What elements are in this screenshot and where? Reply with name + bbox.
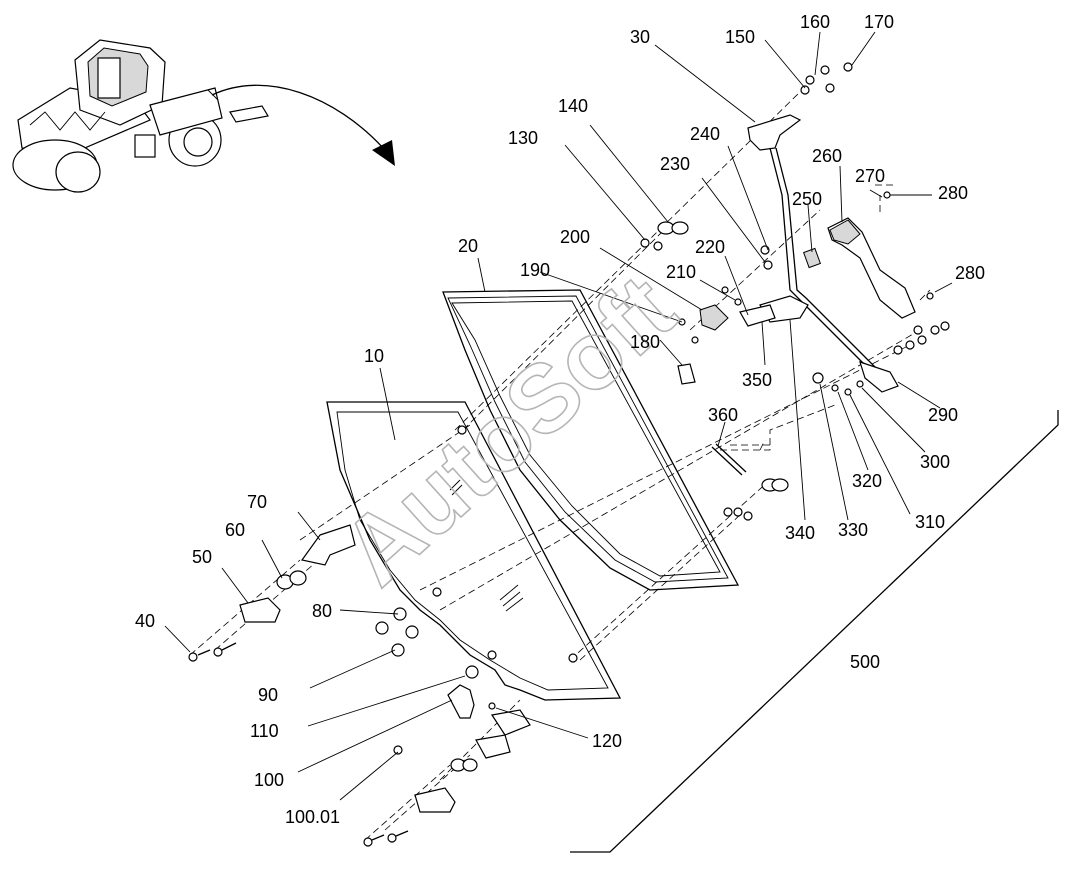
roller-machine-thumbnail: [12, 39, 269, 193]
label-140: 140: [558, 96, 588, 116]
label-100-01: 100.01: [285, 807, 340, 827]
callout-labels: 10 20 30 40 50 60 70 80 90 110 100 100.0…: [135, 12, 985, 827]
label-170: 170: [864, 12, 894, 32]
label-160: 160: [800, 12, 830, 32]
label-280-top: 280: [938, 183, 968, 203]
detail-arrow: [211, 84, 395, 166]
label-310: 310: [915, 512, 945, 532]
label-190: 190: [520, 260, 550, 280]
bracket-200: [699, 304, 729, 331]
label-360: 360: [708, 405, 738, 425]
label-320: 320: [852, 471, 882, 491]
assembly-boundary-500: [570, 410, 1059, 853]
label-250: 250: [792, 189, 822, 209]
arm-bracket-260: [827, 217, 916, 319]
label-200: 200: [560, 227, 590, 247]
window-pane-10: [326, 401, 622, 701]
bracket-350: [739, 304, 776, 327]
pin-360: [711, 443, 747, 476]
leader-lines: [164, 31, 953, 801]
label-500: 500: [850, 652, 880, 672]
plate-180: [677, 363, 696, 385]
label-40: 40: [135, 611, 155, 631]
label-70: 70: [247, 492, 267, 512]
label-270: 270: [855, 166, 885, 186]
label-100: 100: [254, 770, 284, 790]
label-120: 120: [592, 731, 622, 751]
window-seal-20: [442, 289, 740, 591]
label-20: 20: [458, 236, 478, 256]
label-150: 150: [725, 27, 755, 47]
lower-bracket-290: [859, 361, 899, 393]
label-300: 300: [920, 452, 950, 472]
label-110: 110: [250, 721, 279, 741]
label-240: 240: [690, 124, 720, 144]
lower-hinge-assembly: [363, 665, 531, 847]
label-210: 210: [666, 262, 696, 282]
label-50: 50: [192, 547, 212, 567]
label-180: 180: [630, 332, 660, 352]
label-290: 290: [928, 405, 958, 425]
label-90: 90: [258, 685, 278, 705]
label-60: 60: [225, 520, 245, 540]
left-hinge-assembly: [188, 524, 356, 662]
watermark: AutoSoft: [322, 255, 695, 606]
label-130: 130: [508, 128, 538, 148]
label-350: 350: [742, 370, 772, 390]
label-80: 80: [312, 601, 332, 621]
label-260: 260: [812, 146, 842, 166]
washer-140: [657, 221, 789, 492]
label-340: 340: [785, 523, 815, 543]
label-10: 10: [364, 346, 384, 366]
label-230: 230: [660, 154, 690, 174]
label-30: 30: [630, 27, 650, 47]
cap-80-90: [375, 607, 419, 657]
label-330: 330: [838, 520, 868, 540]
label-280-right: 280: [955, 263, 985, 283]
clamp-250: [802, 247, 822, 269]
small-hardware: [640, 62, 950, 521]
label-220: 220: [695, 237, 725, 257]
